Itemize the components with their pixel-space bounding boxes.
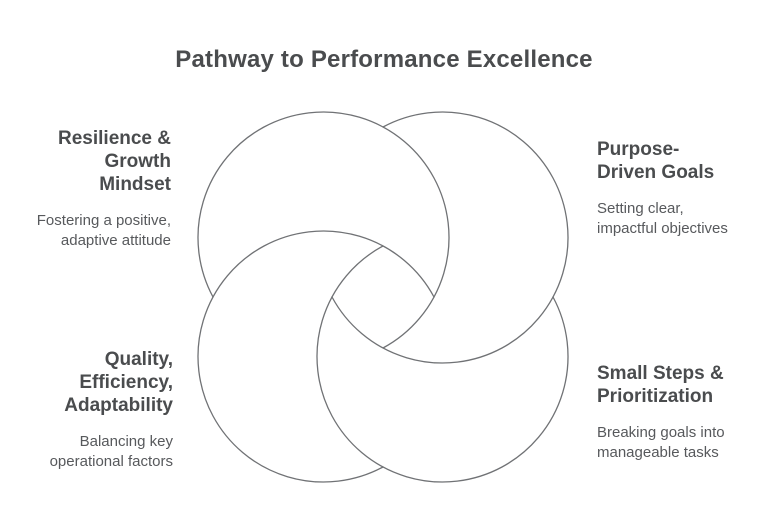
circle-arc-bottom-right [316, 245, 569, 483]
circle-arc-top-left [197, 111, 450, 349]
card-small-steps-prioritization: Small Steps & Prioritization Breaking go… [597, 362, 762, 463]
card-description-line: impactful objectives [597, 220, 728, 237]
card-title-line: Prioritization [597, 386, 714, 407]
card-purpose-driven-goals: Purpose- Driven Goals Setting clear, imp… [597, 138, 762, 239]
card-resilience-growth-mindset: Resilience & Growth Mindset Fostering a … [20, 127, 171, 251]
card-description-line: Balancing key [79, 433, 173, 450]
card-description-line: manageable tasks [597, 444, 719, 461]
card-description-line: adaptive attitude [60, 232, 171, 249]
card-title-line: Adaptability [64, 395, 173, 416]
card-title: Small Steps & Prioritization [597, 362, 762, 408]
card-description: Balancing key operational factors [21, 432, 173, 472]
circle-arc-top-right [331, 111, 569, 364]
card-description-line: Fostering a positive, [36, 212, 171, 229]
card-quality-efficiency-adaptability: Quality, Efficiency, Adaptability Balanc… [21, 348, 173, 472]
card-title-line: Mindset [99, 174, 171, 195]
card-description: Breaking goals into manageable tasks [597, 423, 762, 463]
card-title-line: Small Steps & [597, 363, 724, 384]
card-title-line: Quality, [104, 349, 173, 370]
card-title: Resilience & Growth Mindset [20, 127, 171, 196]
card-description-line: operational factors [49, 453, 173, 470]
diagram-title: Pathway to Performance Excellence [175, 46, 593, 73]
card-title-line: Efficiency, [79, 372, 173, 393]
card-title-line: Growth [104, 151, 172, 172]
card-title-line: Purpose- [597, 139, 680, 160]
circle-arc-bottom-left [197, 230, 435, 483]
card-title-line: Driven Goals [597, 162, 715, 183]
card-description-line: Setting clear, [597, 200, 684, 217]
card-title: Purpose- Driven Goals [597, 138, 762, 184]
card-description-line: Breaking goals into [597, 424, 725, 441]
card-description: Fostering a positive, adaptive attitude [20, 211, 171, 251]
card-description: Setting clear, impactful objectives [597, 199, 762, 239]
card-title: Quality, Efficiency, Adaptability [21, 348, 173, 417]
card-title-line: Resilience & [58, 128, 171, 149]
